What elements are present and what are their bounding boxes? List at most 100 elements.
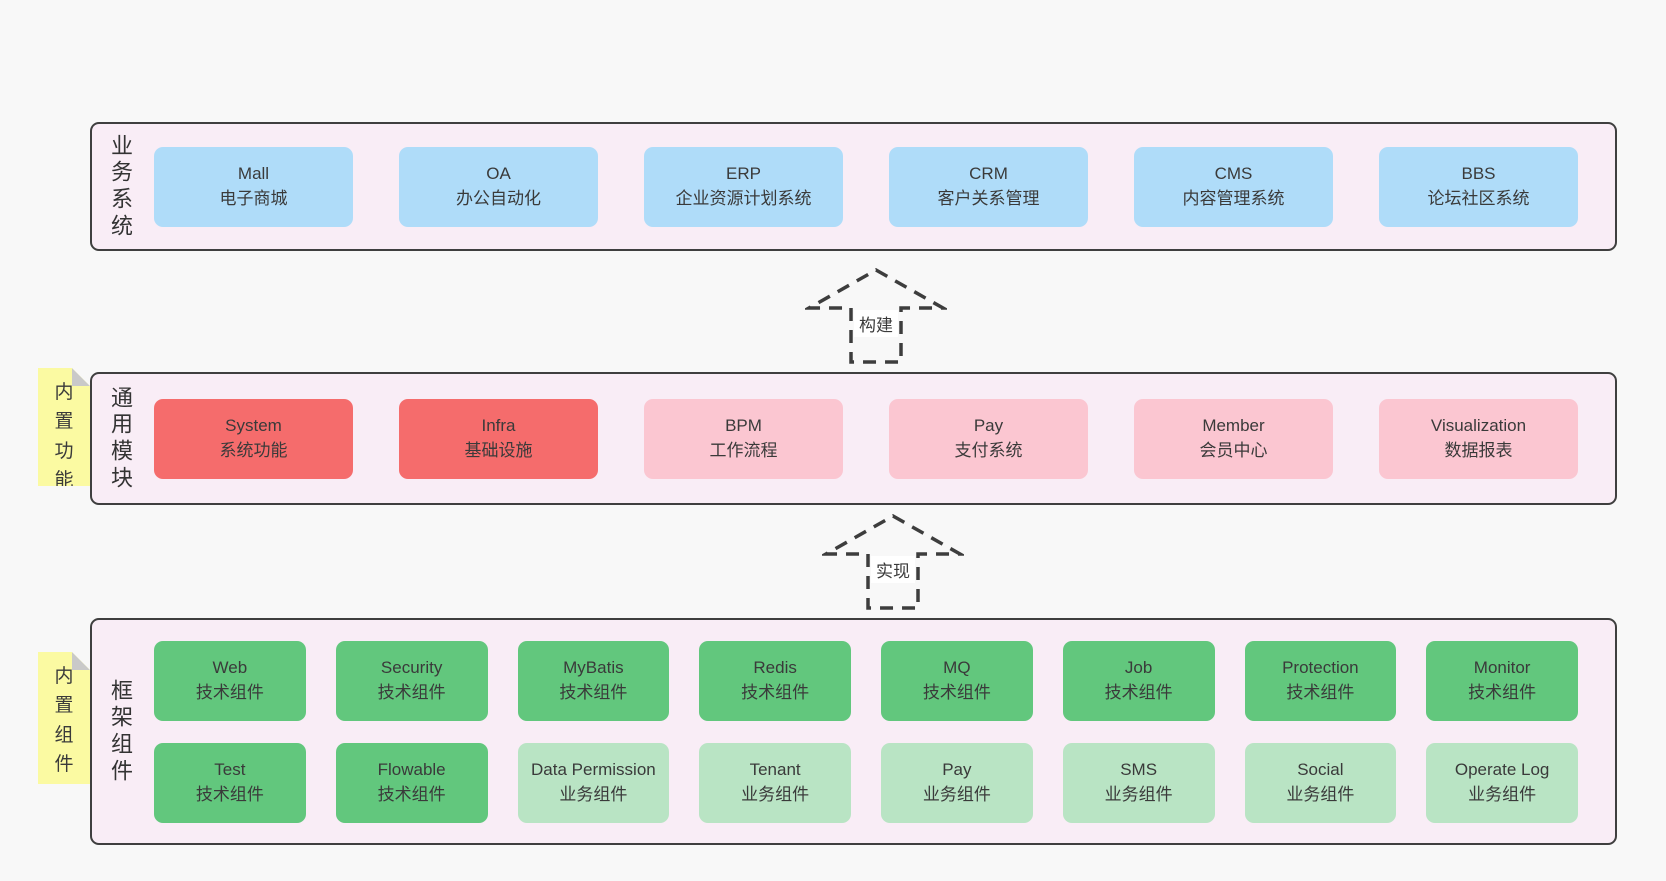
module-box: BPM 工作流程 bbox=[644, 398, 843, 479]
module-title: Visualization bbox=[1430, 416, 1527, 436]
sticky-note-builtin-features: 内置功能 bbox=[38, 368, 90, 486]
module-grid: Mall 电子商城 OA 办公自动化 ERP 企业资源计划系统 CRM 客户关系管理 CMS 内容… bbox=[154, 124, 1578, 249]
module-subtitle: 数据报表 bbox=[1444, 440, 1513, 460]
module-title: BBS bbox=[1461, 164, 1496, 184]
module-box: OA 办公自动化 bbox=[399, 146, 598, 227]
module-box: ERP 企业资源计划系统 bbox=[644, 146, 843, 227]
module-box: CMS 内容管理系统 bbox=[1134, 146, 1333, 227]
module-box: MQ 技术组件 bbox=[881, 640, 1033, 721]
module-box: Operate Log 业务组件 bbox=[1426, 742, 1578, 823]
module-title: CRM bbox=[969, 164, 1008, 184]
module-title: ERP bbox=[726, 164, 761, 184]
module-box: Member 会员中心 bbox=[1134, 398, 1333, 479]
module-subtitle: 内容管理系统 bbox=[1182, 188, 1285, 208]
module-subtitle: 电子商城 bbox=[219, 188, 288, 208]
module-subtitle: 技术组件 bbox=[377, 682, 446, 702]
layer-label: 业务系统 bbox=[110, 132, 133, 239]
note-fold-corner bbox=[72, 368, 90, 386]
module-title: OA bbox=[486, 164, 511, 184]
module-subtitle: 支付系统 bbox=[954, 440, 1023, 460]
module-subtitle: 基础设施 bbox=[464, 440, 533, 460]
sticky-note-label: 内置组件 bbox=[54, 666, 74, 776]
module-title: Pay bbox=[942, 760, 972, 780]
module-box: Pay 支付系统 bbox=[889, 398, 1088, 479]
module-box: Visualization 数据报表 bbox=[1379, 398, 1578, 479]
module-title: Protection bbox=[1282, 658, 1359, 678]
module-box: Redis 技术组件 bbox=[699, 640, 851, 721]
module-box: Social 业务组件 bbox=[1244, 742, 1397, 823]
module-subtitle: 论坛社区系统 bbox=[1427, 188, 1530, 208]
module-box: CRM 客户关系管理 bbox=[889, 146, 1088, 227]
module-title: Tenant bbox=[749, 760, 801, 780]
module-subtitle: 技术组件 bbox=[1468, 682, 1537, 702]
module-subtitle: 业务组件 bbox=[741, 784, 810, 804]
module-title: SMS bbox=[1120, 760, 1158, 780]
module-box: Security 技术组件 bbox=[335, 640, 488, 721]
module-title: Member bbox=[1202, 416, 1265, 436]
module-title: Social bbox=[1297, 760, 1344, 780]
module-subtitle: 会员中心 bbox=[1199, 440, 1268, 460]
module-subtitle: 业务组件 bbox=[559, 784, 628, 804]
module-title: Data Permission bbox=[531, 760, 656, 780]
module-subtitle: 技术组件 bbox=[922, 682, 991, 702]
module-box: SMS 业务组件 bbox=[1062, 742, 1215, 823]
layer-common-modules: 通用模块 System 系统功能 Infra 基础设施 BPM 工作流程 Pay 支付系统 Me… bbox=[90, 372, 1617, 505]
module-title: CMS bbox=[1214, 164, 1253, 184]
module-subtitle: 技术组件 bbox=[1104, 682, 1173, 702]
module-box: Monitor 技术组件 bbox=[1426, 640, 1578, 721]
module-title: MQ bbox=[943, 658, 971, 678]
module-subtitle: 技术组件 bbox=[559, 682, 628, 702]
module-box: BBS 论坛社区系统 bbox=[1379, 146, 1578, 227]
module-title: Test bbox=[214, 760, 246, 780]
module-box: Mall 电子商城 bbox=[154, 146, 353, 227]
module-title: Infra bbox=[481, 416, 516, 436]
module-title: BPM bbox=[725, 416, 762, 436]
module-title: Security bbox=[380, 658, 443, 678]
module-box: Tenant 业务组件 bbox=[699, 742, 851, 823]
module-box: Job 技术组件 bbox=[1062, 640, 1215, 721]
note-fold-corner bbox=[72, 652, 90, 670]
module-box: MyBatis 技术组件 bbox=[517, 640, 670, 721]
module-box: System 系统功能 bbox=[154, 398, 353, 479]
module-box: Data Permission 业务组件 bbox=[517, 742, 670, 823]
module-subtitle: 业务组件 bbox=[1104, 784, 1173, 804]
module-box: Test 技术组件 bbox=[154, 742, 306, 823]
arrow-label: 构建 bbox=[854, 310, 898, 337]
module-title: Pay bbox=[973, 416, 1004, 436]
module-box: Infra 基础设施 bbox=[399, 398, 598, 479]
module-subtitle: 技术组件 bbox=[195, 682, 264, 702]
module-subtitle: 办公自动化 bbox=[456, 188, 541, 208]
module-subtitle: 业务组件 bbox=[1286, 784, 1355, 804]
module-title: Redis bbox=[753, 658, 797, 678]
module-subtitle: 客户关系管理 bbox=[937, 188, 1040, 208]
module-title: Flowable bbox=[377, 760, 446, 780]
module-box: Pay 业务组件 bbox=[881, 742, 1033, 823]
module-subtitle: 技术组件 bbox=[741, 682, 810, 702]
module-subtitle: 业务组件 bbox=[1468, 784, 1537, 804]
module-subtitle: 企业资源计划系统 bbox=[675, 188, 812, 208]
module-title: MyBatis bbox=[563, 658, 624, 678]
module-subtitle: 系统功能 bbox=[219, 440, 288, 460]
module-subtitle: 工作流程 bbox=[709, 440, 778, 460]
arrow-label: 实现 bbox=[871, 556, 915, 583]
implement-arrow-icon: 实现 bbox=[822, 512, 964, 612]
module-title: Monitor bbox=[1473, 658, 1531, 678]
module-title: System bbox=[225, 416, 282, 436]
build-arrow-icon: 构建 bbox=[805, 266, 947, 366]
module-title: Job bbox=[1124, 658, 1153, 678]
module-title: Web bbox=[212, 658, 248, 678]
module-title: Operate Log bbox=[1454, 760, 1550, 780]
layer-label: 通用模块 bbox=[110, 384, 133, 491]
module-subtitle: 技术组件 bbox=[377, 784, 446, 804]
module-title: Mall bbox=[237, 164, 270, 184]
dashed-up-arrow-shape bbox=[805, 267, 947, 364]
dashed-up-arrow-shape bbox=[822, 513, 964, 610]
module-subtitle: 技术组件 bbox=[195, 784, 264, 804]
module-box: Flowable 技术组件 bbox=[335, 742, 488, 823]
layer-label: 框架组件 bbox=[110, 677, 133, 784]
module-subtitle: 业务组件 bbox=[922, 784, 991, 804]
